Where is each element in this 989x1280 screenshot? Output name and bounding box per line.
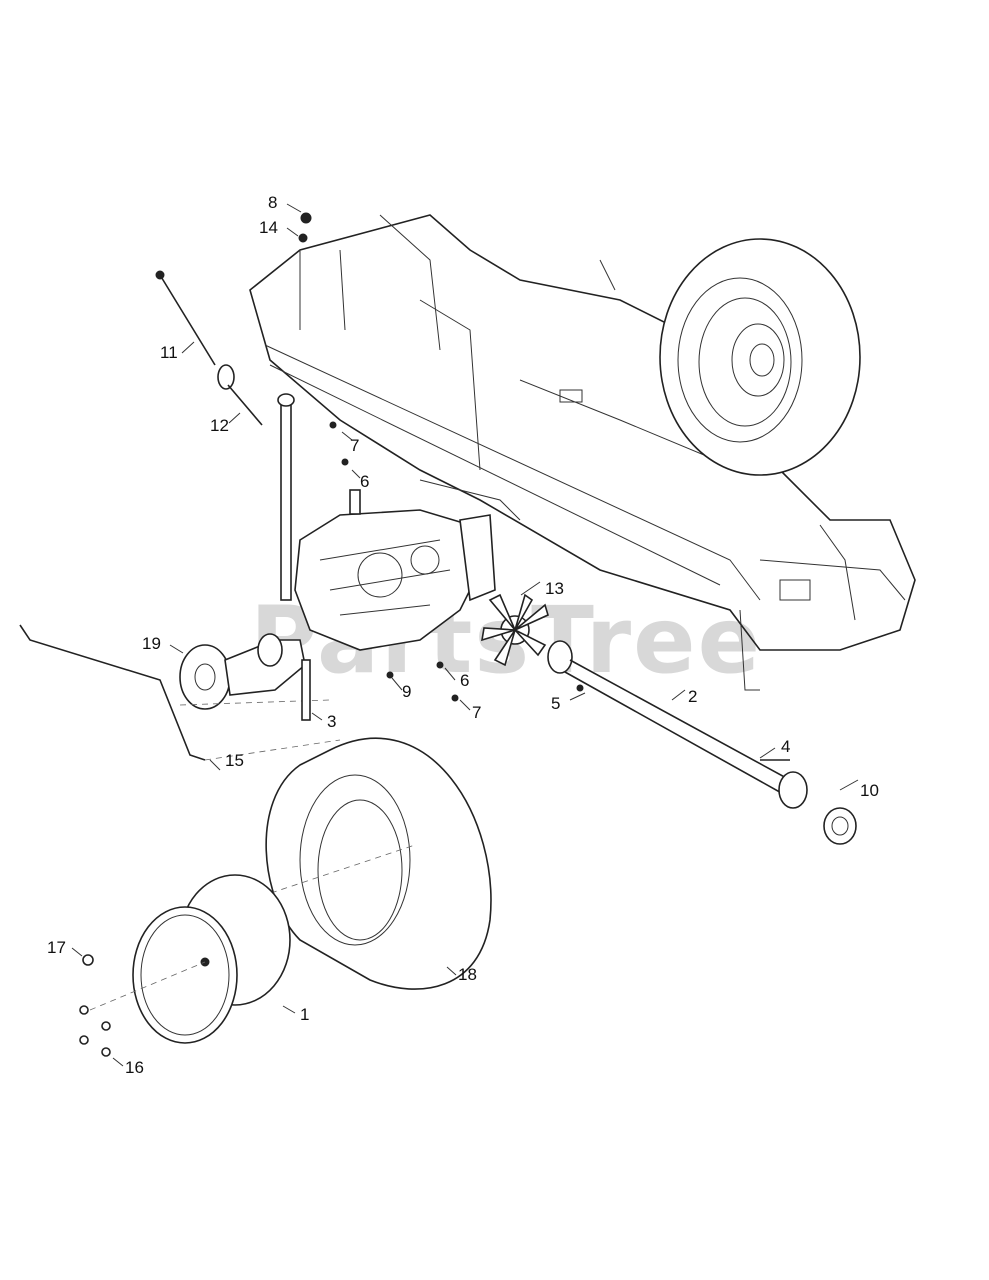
callout-6-upper[interactable]: 6 [360,472,369,491]
callout-11[interactable]: 11 [160,343,178,362]
callout-19[interactable]: 19 [142,634,161,653]
callout-14[interactable]: 14 [259,218,278,237]
callout-12[interactable]: 12 [210,416,229,435]
callout-17[interactable]: 17 [47,938,66,957]
callout-18[interactable]: 18 [458,965,477,984]
rod-11 [159,274,216,366]
front-tire-18 [249,737,492,990]
callout-9[interactable]: 9 [402,682,411,701]
callout-13[interactable]: 13 [545,579,564,598]
callout-15[interactable]: 15 [225,751,244,770]
callout-4[interactable]: 4 [781,737,790,756]
callouts: 8 14 11 12 7 6 13 19 9 6 7 3 2 5 4 10 15… [47,193,879,1077]
drive-shaft [547,640,857,845]
axle-hub-assembly [179,633,306,710]
callout-10[interactable]: 10 [860,781,879,800]
pin-12 [227,384,263,426]
front-rim-1 [89,874,291,1044]
chassis-frame [249,214,916,691]
callout-16[interactable]: 16 [125,1058,144,1077]
callout-6-lower[interactable]: 6 [460,671,469,690]
callout-7-lower[interactable]: 7 [472,703,481,722]
rear-wheel-assembly [659,238,861,476]
transaxle-assembly [294,489,496,651]
cooling-fan [480,593,549,667]
leader-lines [71,203,859,1067]
lug-nuts [79,954,111,1057]
callout-8[interactable]: 8 [268,193,277,212]
callout-7-upper[interactable]: 7 [350,436,359,455]
hardware-group [155,212,584,721]
callout-5[interactable]: 5 [551,694,560,713]
callout-1[interactable]: 1 [300,1005,309,1024]
callout-3[interactable]: 3 [327,712,336,731]
callout-2[interactable]: 2 [688,687,697,706]
